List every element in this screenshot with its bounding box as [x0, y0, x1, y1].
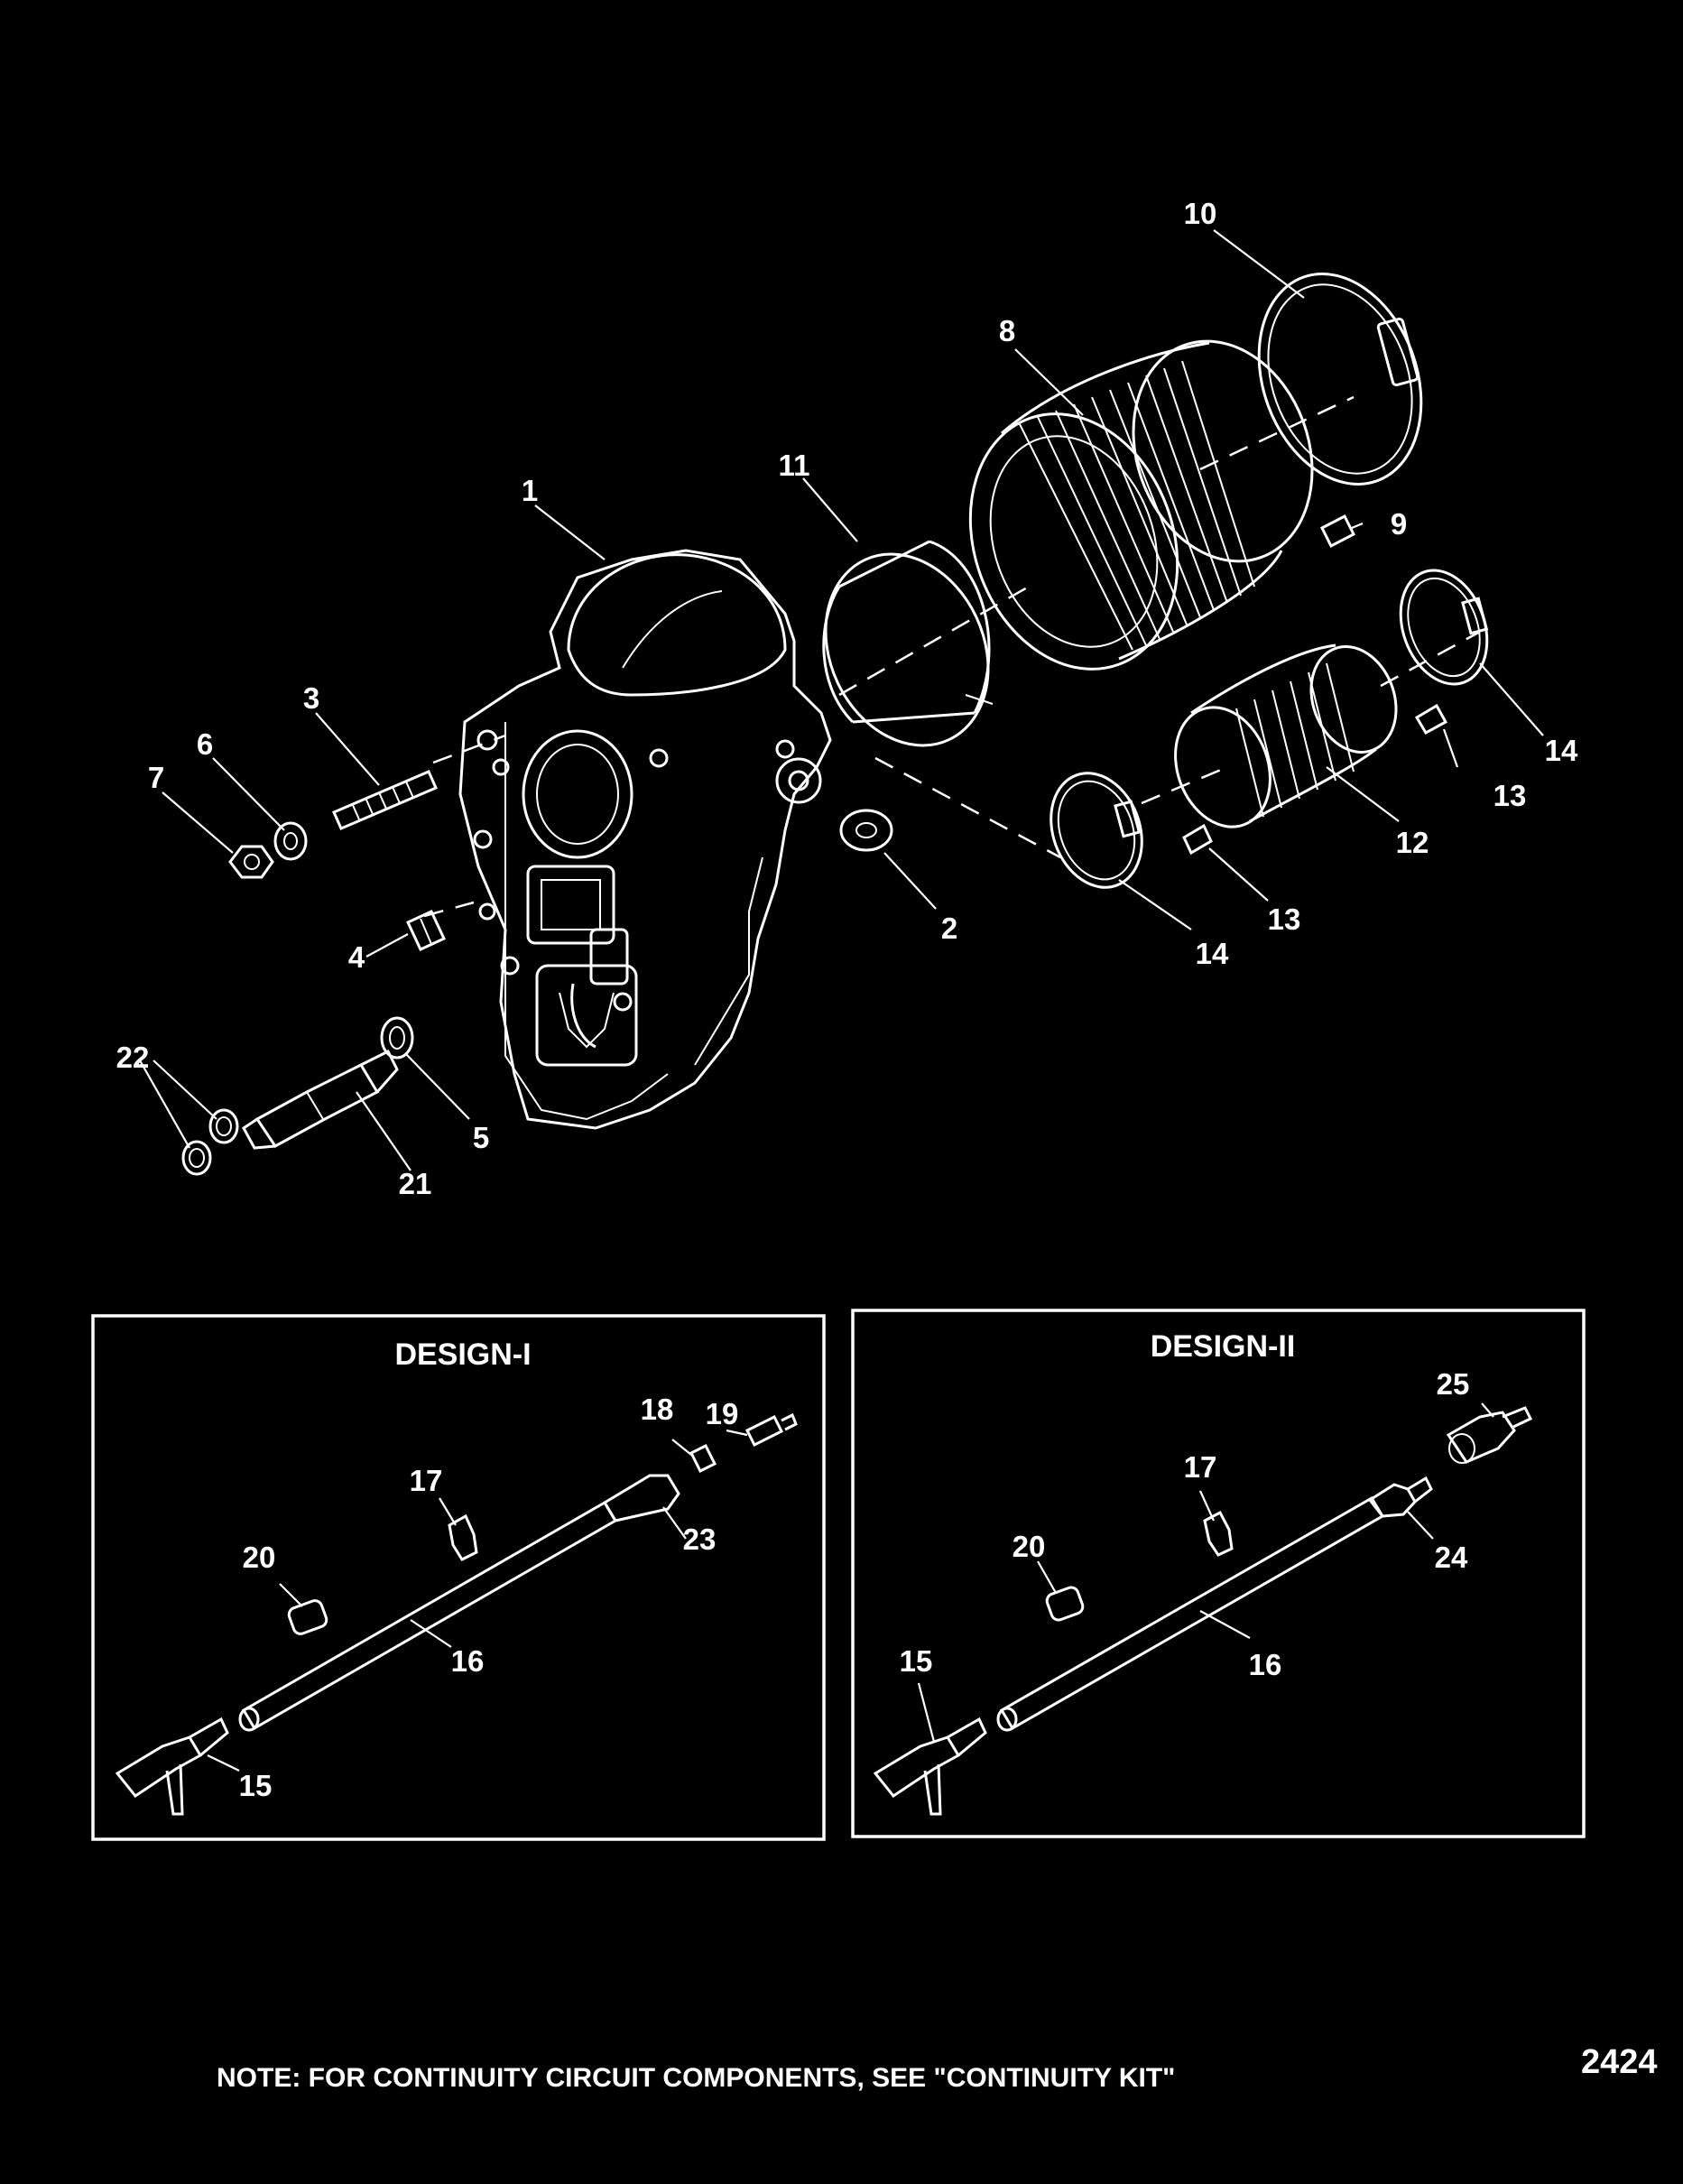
design-2-title: DESIGN-II [1151, 1329, 1296, 1364]
d1-part-20 [287, 1599, 328, 1635]
d2-part-25 [1446, 1406, 1533, 1464]
figure-number: 2424 [1581, 2043, 1658, 2081]
d1-callout-16: 16 [451, 1644, 485, 1678]
callouts-main: 1 2 3 4 5 6 7 8 9 10 11 12 13 13 14 14 2… [116, 197, 1578, 1200]
d1-part-17 [448, 1513, 478, 1561]
part-12-small-bellows [1174, 643, 1398, 828]
part-8-bellows [968, 339, 1314, 671]
d1-callout-19: 19 [706, 1397, 739, 1430]
callout-9: 9 [1391, 507, 1407, 541]
d2-part-20 [1045, 1586, 1085, 1622]
design-2-panel: DESIGN-II [851, 1309, 1586, 1838]
part-2-washer [839, 809, 893, 852]
design-2-frame [851, 1309, 1586, 1838]
design-1-panel: DESIGN-I [91, 1314, 826, 1841]
callout-4: 4 [348, 940, 365, 974]
d2-callout-25: 25 [1437, 1367, 1470, 1401]
callout-11: 11 [779, 449, 810, 482]
callout-14-lower: 14 [1196, 937, 1229, 970]
part-1-housing [458, 549, 832, 1130]
part-4-plug [406, 910, 446, 951]
design-1-frame [91, 1314, 826, 1841]
design-1-title: DESIGN-I [394, 1337, 531, 1372]
alignment-lines [423, 395, 1481, 918]
callout-6: 6 [197, 727, 213, 761]
d2-part-24-fitting [1367, 1476, 1433, 1518]
part-14-clamp-lower [1050, 772, 1143, 889]
d2-part-15 [873, 1717, 987, 1816]
part-13-clip-lower [1182, 823, 1213, 856]
d1-part-18 [689, 1443, 717, 1474]
callout-1: 1 [522, 474, 538, 507]
callout-22: 22 [116, 1041, 150, 1074]
part-10-clamp [1257, 273, 1423, 486]
d1-part-23-fitting [602, 1474, 680, 1522]
d2-part-17 [1203, 1510, 1234, 1557]
d2-callout-20: 20 [1013, 1530, 1046, 1563]
part-21-switch [242, 1049, 399, 1150]
d2-callout-17: 17 [1184, 1450, 1217, 1484]
part-13-clip-upper [1414, 703, 1448, 736]
d1-callout-20: 20 [243, 1541, 276, 1574]
part-14-clamp-upper [1399, 569, 1489, 686]
part-22-o-rings [181, 1108, 239, 1176]
callout-21: 21 [399, 1167, 432, 1200]
part-9-clip [1319, 514, 1356, 549]
callout-5: 5 [473, 1121, 489, 1154]
continuity-note: NOTE: FOR CONTINUITY CIRCUIT COMPONENTS,… [217, 2063, 1175, 2093]
callout-10: 10 [1184, 197, 1217, 230]
part-5-seal [380, 1016, 414, 1060]
callout-3: 3 [303, 681, 319, 715]
leader-lines [139, 229, 1544, 1171]
d1-part-15 [115, 1717, 229, 1816]
callout-12: 12 [1396, 826, 1429, 859]
part-3-stud [332, 770, 438, 830]
d1-callout-18: 18 [641, 1393, 674, 1426]
d2-callout-15: 15 [900, 1644, 933, 1678]
d1-callout-15: 15 [239, 1769, 273, 1802]
part-11-ring [822, 540, 994, 747]
d1-callout-17: 17 [410, 1464, 443, 1497]
part-6-washer [273, 821, 308, 861]
callout-2: 2 [941, 912, 957, 945]
d1-part-19 [744, 1412, 798, 1448]
callout-8: 8 [999, 314, 1015, 347]
d1-callout-23: 23 [683, 1522, 717, 1556]
d2-callout-24: 24 [1435, 1541, 1468, 1574]
part-7-nut [228, 845, 274, 879]
callout-7: 7 [148, 761, 164, 794]
callout-13-lower: 13 [1268, 902, 1301, 936]
d2-callout-16: 16 [1249, 1648, 1282, 1681]
callout-13-upper: 13 [1493, 779, 1527, 812]
d2-part-16-tube [996, 1495, 1385, 1732]
callout-14-upper: 14 [1545, 734, 1578, 767]
d1-part-16-tube [238, 1500, 618, 1732]
